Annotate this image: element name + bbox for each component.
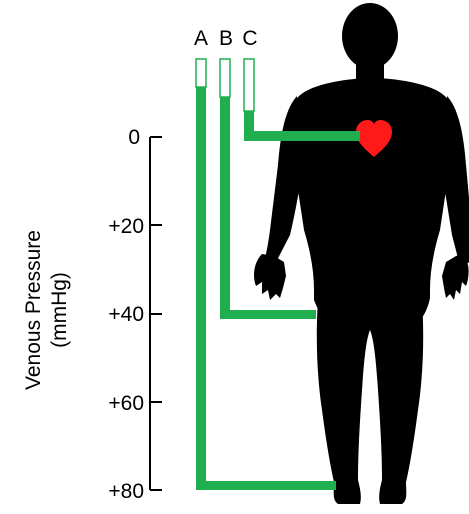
- tube-a-column: [196, 87, 206, 490]
- tube-c-empty: [244, 59, 254, 111]
- tick-label-0: 0: [128, 126, 140, 149]
- tube-b-branch: [220, 310, 316, 319]
- tube-c-branch: [244, 131, 360, 141]
- tube-b-column: [220, 97, 230, 319]
- tube-label-b: B: [219, 27, 233, 50]
- tube-a-empty: [196, 59, 206, 87]
- tube-a-branch: [196, 481, 336, 490]
- axis-title: Venous Pressure (mmHg): [22, 230, 71, 390]
- tick-label-20: +20: [108, 215, 144, 238]
- axis-title-line2: (mmHg): [48, 272, 71, 348]
- axis-title-line1: Venous Pressure: [22, 230, 45, 390]
- tick-label-80: +80: [108, 480, 144, 503]
- pressure-axis: [150, 137, 162, 490]
- tube-label-a: A: [194, 27, 208, 50]
- tube-label-c: C: [242, 27, 257, 50]
- tick-label-60: +60: [108, 392, 144, 415]
- human-silhouette-icon: [254, 3, 469, 504]
- tube-b-empty: [220, 59, 230, 97]
- tick-label-40: +40: [108, 303, 144, 326]
